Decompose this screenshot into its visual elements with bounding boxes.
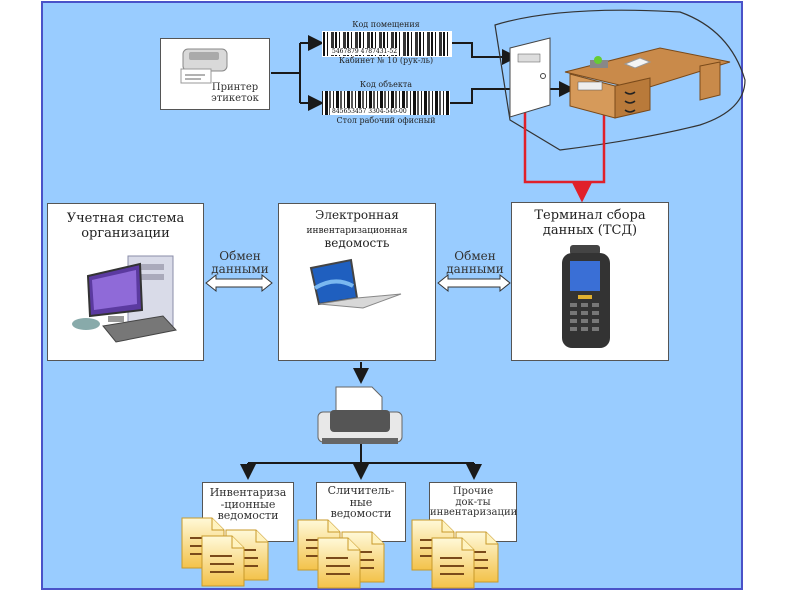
handheld-terminal-icon	[562, 245, 610, 348]
room-outline	[494, 9, 746, 151]
connector-room-code-to-door	[450, 42, 518, 65]
exchange-arrow-right	[437, 273, 511, 293]
barcode-room-caption: Кабинет № 10 (рук-ль)	[338, 56, 434, 65]
laptop-icon	[309, 258, 402, 309]
connector-printer-split	[271, 43, 301, 103]
inventory-sheet-title: Электронная инвентаризационная ведомость	[306, 208, 408, 250]
desktop-computer-icon	[72, 255, 177, 343]
connector-object-code-to-desk	[450, 81, 575, 104]
connector-printer-tree	[248, 444, 474, 464]
barcode-room-title: Код помещения	[352, 20, 420, 29]
barcode-object-title: Код объекта	[359, 80, 413, 89]
label-printer-icon	[180, 48, 228, 84]
inventory-sheet-box: Электронная инвентаризационная ведомость	[278, 203, 436, 361]
exchange-arrow-left	[205, 273, 273, 293]
barcode-object-number: 845653457 3304-546-00	[330, 108, 409, 115]
barcode-object-caption: Стол рабочий офисный	[336, 116, 436, 125]
barcode-room-number: 5467879 4787431-52	[330, 48, 400, 55]
scan-line-door	[523, 60, 606, 184]
